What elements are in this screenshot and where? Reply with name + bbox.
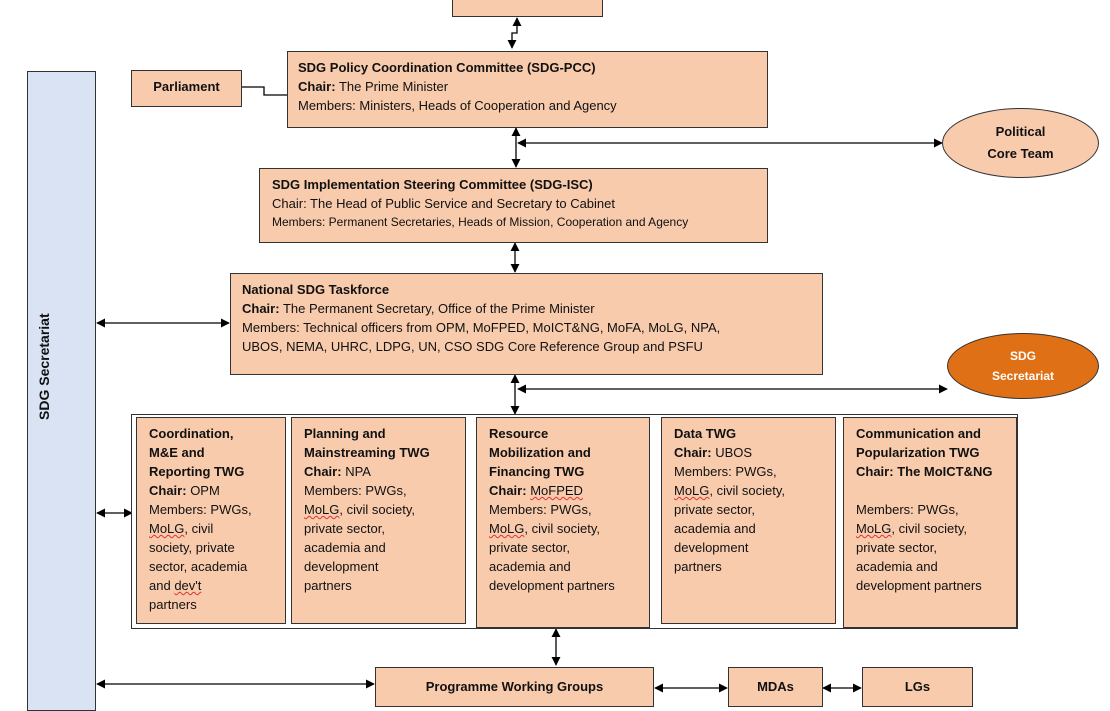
twg5-members-2: MoLG, civil society, [856,521,968,536]
taskforce-members-2: UBOS, NEMA, UHRC, LDPG, UN, CSO SDG Core… [242,339,703,354]
twg4-members-4: academia and [674,521,756,536]
twg1-members-3: society, private [149,540,235,555]
political-core-team-oval: Political Core Team [942,108,1099,178]
taskforce-box: National SDG Taskforce Chair: The Perman… [230,273,823,375]
twg1-members-1: Members: PWGs, [149,502,252,517]
twg1-members-6: partners [149,597,197,612]
twg1-members-2: MoLG, civil [149,521,214,536]
twg4-members-6: partners [674,559,722,574]
political-core-line2: Core Team [987,146,1054,161]
twg2-title-1: Planning and [304,426,386,441]
parliament-label: Parliament [153,79,220,94]
twg4-members-1: Members: PWGs, [674,464,777,479]
twg2-members-4: academia and [304,540,386,555]
twg4-members-5: development [674,540,749,555]
twg3-title-1: Resource [489,426,549,441]
twg3-members-2: MoLG, civil society, [489,521,601,536]
sdg-secretariat-sidebar [27,71,96,711]
pcc-members: Members: Ministers, Heads of Cooperation… [298,98,617,113]
political-core-line1: Political [995,124,1046,139]
twg4-members-2: MoLG, civil society, [674,483,786,498]
taskforce-chair: Chair: The Permanent Secretary, Office o… [242,301,595,316]
twg3-title-2: Mobilization and [489,445,591,460]
twg2-chair: Chair: NPA [304,464,371,479]
twg1-title-3: Reporting TWG [149,464,245,479]
twg-coordination: Coordination, M&E and Reporting TWG Chai… [136,417,286,624]
twg3-members-5: development partners [489,578,615,593]
twg5-members-3: private sector, [856,540,937,555]
pcc-chair: Chair: The Prime Minister [298,79,449,94]
pcc-box: SDG Policy Coordination Committee (SDG-P… [287,51,768,128]
twg2-members-6: partners [304,578,352,593]
parliament-box: Parliament [131,70,242,107]
twg1-title-1: Coordination, [149,426,234,441]
twg3-members-1: Members: PWGs, [489,502,592,517]
twg2-members-1: Members: PWGs, [304,483,407,498]
twg4-title-1: Data TWG [674,426,737,441]
twg5-members-4: academia and [856,559,938,574]
secretariat-oval-line2: Secretariat [991,369,1055,383]
twg2-members-2: MoLG, civil society, [304,502,416,517]
twg3-members-3: private sector, [489,540,570,555]
twg-planning: Planning and Mainstreaming TWG Chair: NP… [291,417,466,624]
twg5-members-5: development partners [856,578,982,593]
lgs-label: LGs [904,679,931,694]
taskforce-title: National SDG Taskforce [242,282,390,297]
mdas-label: MDAs [757,679,794,694]
mdas-box: MDAs [728,667,823,707]
twg5-chair: Chair: The MoICT&NG [856,464,993,479]
lgs-box: LGs [862,667,973,707]
twg5-spacer [856,481,1008,500]
twg5-members-1: Members: PWGs, [856,502,959,517]
sdg-secretariat-oval: SDG Secretariat [947,333,1099,399]
twg4-members-3: private sector, [674,502,755,517]
taskforce-members-1: Members: Technical officers from OPM, Mo… [242,320,721,335]
twg-resource-mobilization: Resource Mobilization and Financing TWG … [476,417,650,628]
arrow-top-pcc [507,17,522,49]
twg4-chair: Chair: UBOS [674,445,753,460]
arrow-pcc-parliament [225,82,287,96]
pcc-title: SDG Policy Coordination Committee (SDG-P… [298,60,596,75]
sidebar-label: SDG Secretariat [36,313,52,420]
twg1-members-4: sector, academia [149,559,248,574]
twg1-title-2: M&E and [149,445,205,460]
twg2-members-3: private sector, [304,521,385,536]
twg-communication: Communication and Popularization TWG Cha… [843,417,1017,628]
twg3-title-3: Financing TWG [489,464,585,479]
twg1-chair: Chair: OPM [149,483,220,498]
twg-data: Data TWG Chair: UBOS Members: PWGs, MoLG… [661,417,836,624]
programme-working-groups-box: Programme Working Groups [375,667,654,707]
isc-box: SDG Implementation Steering Committee (S… [259,168,768,243]
pwg-label: Programme Working Groups [425,679,604,694]
twg3-chair: Chair: MoFPED [489,483,583,498]
top-box [452,0,603,17]
twg3-members-4: academia and [489,559,571,574]
twg2-title-2: Mainstreaming TWG [304,445,430,460]
isc-chair: Chair: The Head of Public Service and Se… [272,196,615,211]
twg5-title-2: Popularization TWG [856,445,980,460]
isc-members: Members: Permanent Secretaries, Heads of… [272,215,689,229]
twg2-members-5: development [304,559,379,574]
twg1-members-5: and dev't [149,578,202,593]
isc-title: SDG Implementation Steering Committee (S… [272,177,593,192]
secretariat-oval-line1: SDG [1009,349,1036,363]
twg5-title-1: Communication and [856,426,981,441]
